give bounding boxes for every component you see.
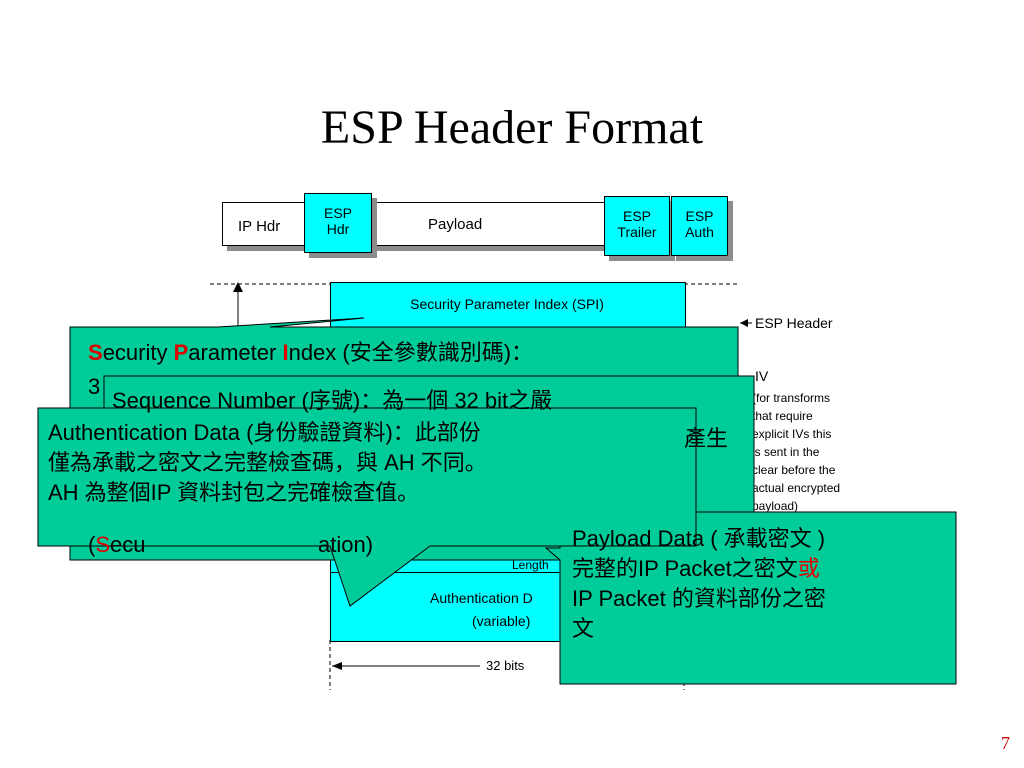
spi-i: I (282, 340, 289, 365)
esp-hdr-line1: ESP (323, 205, 352, 221)
page-number: 7 (1001, 733, 1010, 753)
auth-callout-text: Authentication Data (身份驗證資料)：此部份 僅為承載之密文… (48, 418, 693, 508)
spi-callout-bottom-b: ation) (318, 532, 374, 557)
iv-note-line: is sent in the (752, 445, 820, 459)
esp-hdr-box: ESP Hdr (304, 193, 372, 253)
payload-line2b: 或 (797, 556, 820, 581)
esp-hdr-line2: Hdr (326, 221, 350, 237)
payload-line3: IP Packet 的資料部份之密 (572, 586, 826, 611)
slide-title: ESP Header Format (320, 101, 704, 154)
esp-auth-line2: Auth (685, 224, 714, 240)
payload-line4: 文 (572, 616, 595, 641)
esp-auth-box: ESP Auth (671, 196, 728, 256)
spi-arameter: arameter (188, 340, 283, 365)
payload-callout-text: Payload Data ( 承載密文 ) 完整的IP Packet之密文或 I… (572, 524, 952, 644)
auth-data-line2: (variable) (472, 613, 531, 629)
spi-field: Security Parameter Index (SPI) (410, 296, 604, 312)
spi-callout-text: Security Parameter Index (安全參數識別碼)： (88, 338, 738, 368)
esp-trailer-line1: ESP (622, 208, 651, 224)
sequence-callout-line2: 產生 (684, 426, 729, 451)
spi-s: S (88, 340, 103, 365)
payload-line1: Payload Data ( 承載密文 ) (572, 526, 826, 551)
esp-trailer-box: ESP Trailer (604, 196, 670, 256)
width-label: 32 bits (486, 658, 525, 673)
esp-header-label: ESP Header (755, 315, 833, 331)
payload-callout-shape (544, 511, 957, 685)
iv-note: (for transforms that require explicit IV… (752, 389, 840, 515)
iv-note-line: payload) (752, 499, 799, 513)
spi-callout-line2: 3 (88, 374, 101, 399)
auth-callout-shape (37, 407, 697, 607)
packet-bar (222, 202, 620, 246)
payload-line2: 完整的IP Packet之密文或 (572, 554, 952, 584)
auth-line3: AH 為整個IP 資料封包之完確檢查值。 (48, 480, 420, 505)
esp-auth-line1: ESP (685, 208, 714, 224)
payload-label: Payload (428, 216, 483, 233)
auth-line1: Authentication Data (身份驗證資料)：此部份 (48, 420, 481, 445)
spi-callout-bottom-a: (Secu (88, 532, 146, 557)
iv-note-line: actual encrypted (752, 481, 841, 495)
spi-ecurity: ecurity (102, 340, 174, 365)
auth-data-line1: Authentication D (430, 590, 533, 606)
payload-line2a: 完整的IP Packet之密文 (572, 556, 798, 581)
iv-label: IV (755, 368, 769, 384)
iv-note-line: explicit IVs this (752, 427, 832, 441)
iv-note-line: (for transforms (752, 391, 831, 405)
esp-trailer-line2: Trailer (617, 224, 657, 240)
auth-line2: 僅為承載之密文之完整檢查碼，與 AH 不同。 (48, 450, 487, 475)
sequence-callout-line1: Sequence Number (序號)：為一個 32 bit之嚴 (112, 388, 553, 413)
ip-hdr-label: IP Hdr (238, 218, 281, 235)
iv-note-line: that require (752, 409, 813, 423)
iv-note-line: clear before the (752, 463, 836, 477)
spi-bottom-s: S (95, 532, 111, 557)
auth-data-divider (330, 572, 684, 573)
spi-ndex: ndex (安全參數識別碼)： (288, 340, 534, 365)
spi-p: P (173, 340, 189, 365)
length-field-partial: Length (512, 558, 549, 572)
